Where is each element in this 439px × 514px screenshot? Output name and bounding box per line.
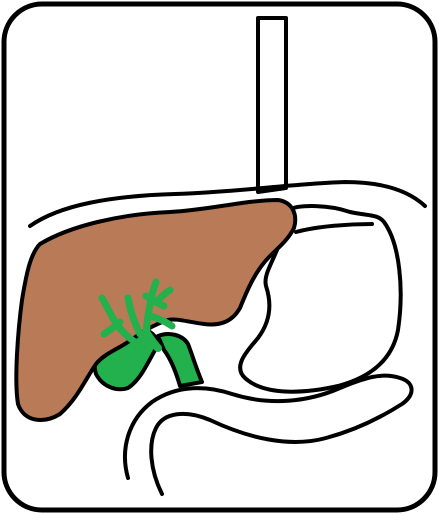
- duodenum: [123, 373, 414, 496]
- stomach: [238, 204, 403, 394]
- liver: [14, 198, 298, 422]
- gallbladder-neck: [142, 328, 162, 352]
- bile-duct-right-twig-b: [146, 312, 176, 330]
- bile-duct-left-twig: [100, 318, 124, 338]
- diaphragm-line: [28, 179, 427, 228]
- esophagus: [256, 16, 288, 194]
- common-bile-duct: [156, 332, 204, 388]
- stomach-inner-fold: [294, 222, 374, 234]
- bile-duct-top-twig: [152, 286, 174, 306]
- bile-duct-center-branch: [124, 294, 144, 338]
